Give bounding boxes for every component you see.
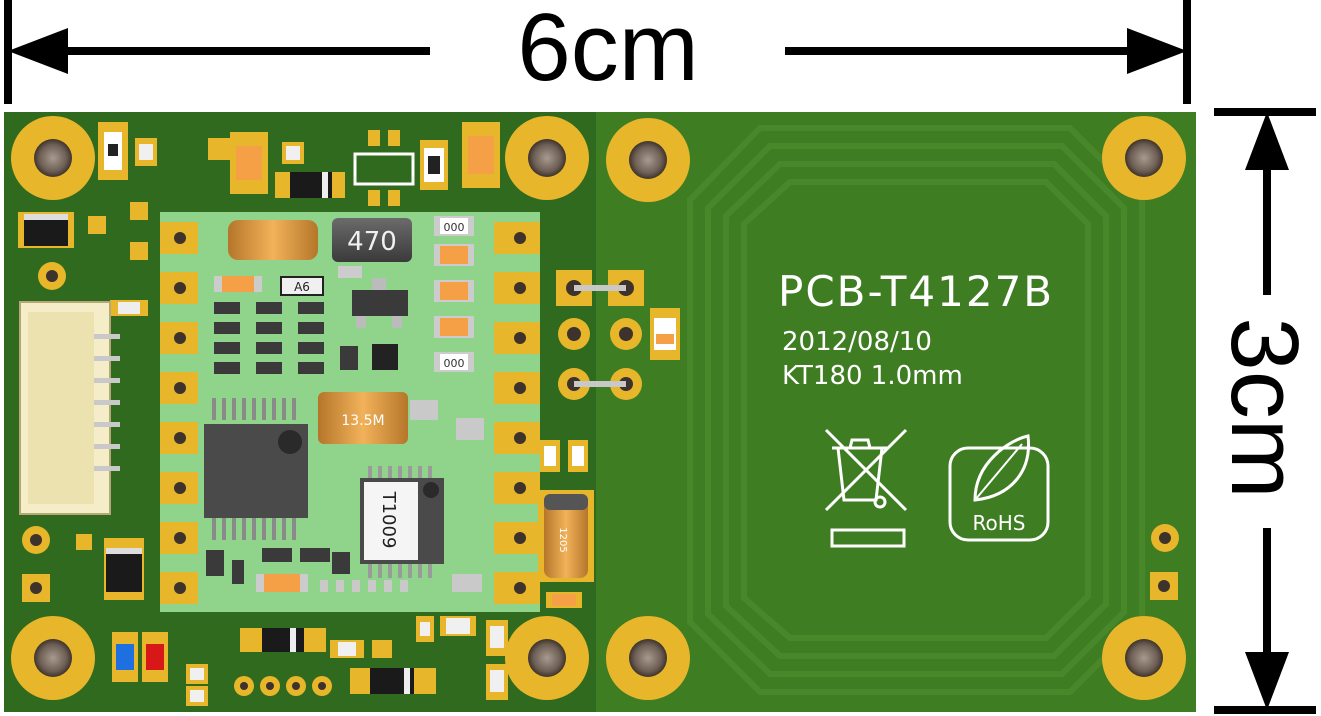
mounting-holes [11,116,1186,700]
resistor-label-2: 000 [444,357,465,370]
mounting-hole [1102,616,1186,700]
chip-label: T1009 [378,491,399,549]
silkscreen: PCB-T4127B 2012/08/10 KT180 1.0mm RoHS [778,267,1054,548]
mounting-hole [505,616,589,700]
inductor: 470 [332,218,412,262]
resistor-000: 000 [434,352,474,372]
mcu-chip [204,398,308,540]
width-dimension: 6cm [4,0,1191,104]
height-arrow-top [1245,112,1289,170]
transistor-a6: A6 [280,276,324,296]
mounting-hole [11,616,95,700]
crossed-out-bin-icon [824,428,908,548]
mounting-hole [606,118,690,202]
passive-array [214,302,324,374]
antenna-coil [687,125,1145,695]
board-spec: KT180 1.0mm [782,361,963,391]
side-connector [19,301,120,515]
capacitor-label: 1205 [557,527,568,552]
right-components: 1205 [538,440,594,608]
top-components [98,122,500,206]
width-label: 6cm [517,0,698,101]
mounting-hole [1102,116,1186,200]
rohs-leaf-icon: RoHS [948,434,1050,542]
width-arrow-right [1127,28,1187,74]
board-date: 2012/08/10 [782,327,932,357]
pcb-board: 470 000 000 A6 [4,112,1196,712]
crystal-oscillator: 13.5M [318,392,408,444]
mounting-hole [11,116,95,200]
module-pads-left [160,222,198,604]
mounting-hole [505,116,589,200]
inductor-label: 470 [347,227,397,257]
rf-reader-chip: T1009 [360,466,444,578]
height-arrow-bottom [1245,652,1289,710]
right-edge-pads [1150,524,1179,600]
crystal-label: 13.5M [341,413,384,429]
height-label: 3cm [1211,317,1318,498]
resistor-000: 000 [434,216,474,236]
bulk-capacitor [228,220,318,260]
rf-module: 470 000 000 A6 [160,212,540,612]
rohs-label: RoHS [973,511,1026,535]
width-arrow-left [8,28,68,74]
resistor-label: 000 [444,221,465,234]
bottom-components [112,616,508,706]
jumper-pads [556,270,680,400]
left-components [18,202,148,602]
mounting-hole [606,616,690,700]
transistor-label: A6 [294,280,310,294]
board-model: PCB-T4127B [778,267,1054,316]
height-dimension: 3cm [1211,108,1318,714]
electrolytic-capacitor: 1205 [538,490,594,582]
